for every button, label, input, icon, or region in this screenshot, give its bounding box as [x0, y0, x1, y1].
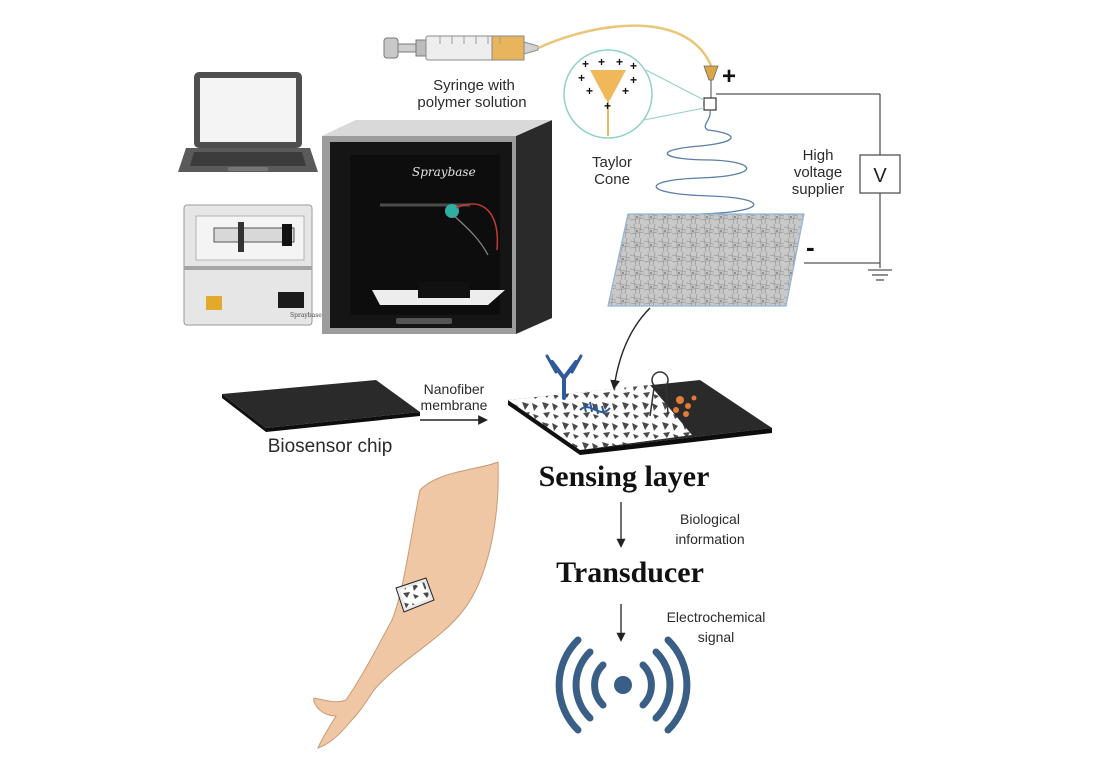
transducer-title: Transducer	[556, 556, 704, 589]
voltmeter-icon: V	[859, 154, 901, 194]
sensing-layer-title: Sensing layer	[539, 460, 710, 493]
electrochemical-line2: signal	[698, 629, 735, 645]
polymer-tube	[537, 24, 714, 69]
syringe-label-line1: Syringe with	[433, 77, 515, 94]
syringe-pump-icon: Spraybase	[183, 204, 322, 326]
mat-to-chip-arrow	[610, 307, 651, 390]
biosensor-chip-label: Biosensor chip	[268, 436, 393, 457]
svg-text:+: +	[616, 55, 623, 69]
biosensor-chip	[222, 380, 420, 432]
taylor-cone-magnifier: ++++ ++++ +	[563, 49, 705, 139]
high-voltage-circuit	[716, 93, 881, 268]
nanofiber-label-line1: Nanofiber	[424, 381, 485, 397]
svg-text:+: +	[578, 71, 585, 85]
svg-text:+: +	[604, 99, 611, 113]
wireless-signal-icon	[555, 636, 691, 734]
device-brand-text: Spraybase	[412, 165, 476, 179]
nanofiber-label-line2: membrane	[421, 397, 488, 413]
svg-text:+: +	[582, 57, 589, 71]
high-voltage-label-line1: High	[803, 147, 834, 164]
biological-info-line1: Biological	[680, 511, 740, 527]
arm-icon	[313, 461, 499, 749]
svg-text:+: +	[630, 73, 637, 87]
enzyme-icon	[673, 395, 697, 417]
ground-icon	[868, 269, 892, 281]
high-voltage-label-line2: voltage	[794, 164, 842, 181]
pump-brand-text: Spraybase	[290, 312, 322, 319]
sensing-chip	[508, 380, 772, 455]
taylor-cone-label-line2: Cone	[594, 171, 630, 188]
biological-info-line2: information	[675, 531, 744, 547]
collector-fiber-mat	[607, 213, 805, 307]
aptamer-icon	[579, 401, 611, 415]
electrochemical-line1: Electrochemical	[667, 609, 766, 625]
antibody-icon	[545, 354, 583, 400]
svg-text:+: +	[630, 59, 637, 73]
electrospinning-chamber-icon: Spraybase	[322, 120, 552, 334]
nozzle-icon	[703, 65, 719, 111]
laptop-icon	[178, 72, 318, 172]
probe-icon	[649, 371, 669, 417]
high-voltage-label-line3: supplier	[792, 181, 845, 198]
positive-sign: +	[722, 63, 736, 90]
syringe-icon	[383, 35, 539, 61]
taylor-cone-label-line1: Taylor	[592, 154, 632, 171]
negative-sign: -	[806, 232, 815, 262]
svg-text:+: +	[586, 84, 593, 98]
syringe-label-line2: polymer solution	[417, 94, 526, 111]
svg-text:+: +	[622, 84, 629, 98]
svg-text:+: +	[598, 55, 605, 69]
electrospinning-jet	[649, 109, 755, 229]
voltmeter-label: V	[873, 165, 887, 187]
